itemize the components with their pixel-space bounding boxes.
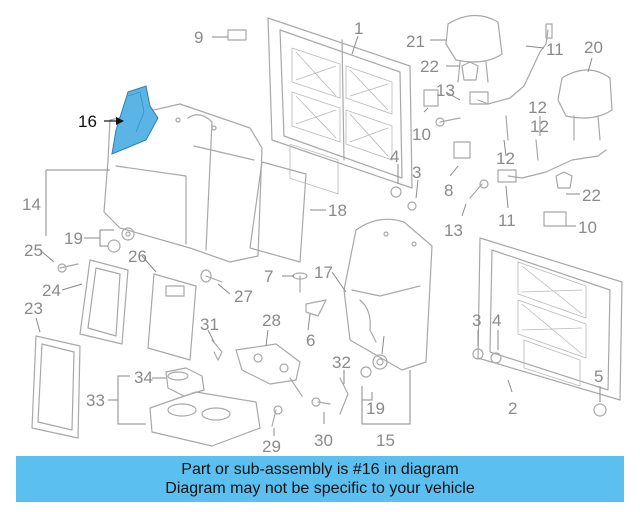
callout-33: 33 (86, 391, 105, 410)
callout-13-lower: 13 (444, 221, 463, 240)
callout-8: 8 (444, 181, 453, 200)
callout-11-lower: 11 (498, 211, 516, 230)
callout-32: 32 (332, 353, 351, 372)
part-28-hinge (235, 343, 303, 397)
callout-6: 6 (306, 331, 315, 350)
callout-4-upper: 4 (390, 147, 399, 166)
part-16-bolster-highlighted (111, 85, 159, 155)
callout-12-right: 12 (530, 117, 549, 136)
callout-3-upper: 3 (412, 163, 421, 182)
part-11-bracket-mid (469, 91, 489, 105)
callout-10-lower: 10 (578, 218, 597, 237)
callout-24: 24 (42, 281, 61, 300)
part-17-seatback-cushion (343, 218, 433, 371)
part-18-pad (249, 161, 307, 263)
part-14-seatback-cushion (103, 103, 263, 263)
part-20-headrest (557, 69, 613, 141)
part-11-bracket-lower (497, 169, 517, 183)
callout-4-lower: 4 (492, 311, 501, 330)
callout-12-mid: 12 (496, 149, 515, 168)
callout-13-upper: 13 (436, 81, 455, 100)
callout-28: 28 (262, 311, 281, 330)
part-11-bracket-upper (545, 23, 553, 39)
part-26-armrest-panel (147, 273, 197, 361)
callout-20: 20 (584, 38, 603, 57)
callout-19-right: 19 (366, 399, 385, 418)
part-1-seatback-frame (267, 17, 413, 195)
banner-line-2: Diagram may not be specific to your vehi… (165, 480, 475, 497)
part-2-seatback-frame (477, 237, 623, 401)
part-11-cable-lower (507, 149, 607, 179)
callout-18: 18 (328, 201, 347, 220)
callout-14: 14 (22, 195, 41, 214)
callout-7: 7 (264, 267, 273, 286)
parts-diagram: 9 1 21 22 11 20 13 12 10 12 12 4 3 8 22 … (22, 14, 623, 455)
banner-line-1: Part or sub-assembly is #16 in diagram (181, 461, 459, 478)
callout-22-upper: 22 (420, 57, 439, 76)
callout-10-upper: 10 (412, 125, 431, 144)
callout-9: 9 (194, 28, 203, 47)
info-banner: Part or sub-assembly is #16 in diagram D… (16, 456, 624, 502)
part-21-headrest (445, 14, 503, 83)
callout-17: 17 (314, 263, 333, 282)
callout-30: 30 (314, 431, 333, 450)
callout-23: 23 (24, 299, 43, 318)
callout-31: 31 (200, 315, 219, 334)
callout-2: 2 (508, 399, 517, 418)
callout-12-upper: 12 (528, 98, 547, 117)
callout-22-lower: 22 (582, 186, 601, 205)
part-23-panel (31, 335, 81, 439)
part-24-trim-panel (79, 259, 129, 345)
callout-15: 15 (376, 431, 395, 450)
callout-27: 27 (234, 287, 253, 306)
callout-16: 16 (78, 112, 97, 131)
callout-34: 34 (134, 368, 153, 387)
callout-11-upper: 11 (546, 40, 564, 59)
callout-5: 5 (594, 367, 603, 386)
callout-29: 29 (262, 437, 281, 455)
callout-1: 1 (354, 19, 363, 38)
leader-lines (35, 35, 601, 436)
callout-21: 21 (406, 32, 425, 51)
callout-19-left: 19 (64, 229, 83, 248)
callout-25: 25 (24, 241, 43, 260)
callout-labels: 9 1 21 22 11 20 13 12 10 12 12 4 3 8 22 … (22, 19, 603, 455)
callout-3-lower: 3 (472, 311, 481, 330)
part-33-armrest (149, 391, 261, 447)
callout-26: 26 (128, 247, 147, 266)
part-34-cup-holder (165, 367, 205, 397)
